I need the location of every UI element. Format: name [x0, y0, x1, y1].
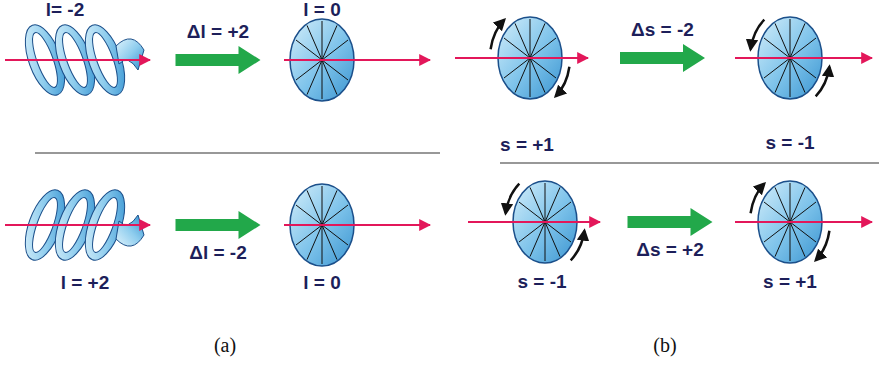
quantum-number-label: s = +1 [763, 272, 817, 292]
change-label: Δs = -2 [631, 20, 694, 40]
beam-figure: s = -1 [500, 175, 595, 292]
quantum-number-label: l = 0 [303, 273, 341, 293]
transfer-arrow-shape [176, 46, 261, 74]
panel-label: (a) [214, 334, 236, 356]
beam-figure: s = +1 [745, 175, 835, 292]
quantum-number-label: l= -2 [46, 0, 85, 20]
beam-figure: l = 0 [286, 182, 360, 293]
beam-figure: s = -1 [745, 10, 835, 153]
transfer-arrow-shape [176, 211, 261, 239]
transfer-arrow [620, 44, 705, 72]
change-label: Δs = +2 [636, 240, 704, 260]
transfer-arrow-shape [620, 44, 705, 72]
transfer-arrow-shape [628, 208, 713, 236]
beam-figure: l = 0 [286, 0, 360, 104]
quantum-number-label: l = 0 [303, 0, 341, 20]
quantum-number-label: s = -1 [517, 272, 566, 292]
quantum-number-label: s = +1 [500, 135, 554, 155]
quantum-number-label: l = +2 [61, 273, 110, 293]
transfer-arrow [628, 208, 713, 236]
transfer-arrow [176, 46, 261, 74]
beam-figure: l= -2 [8, 0, 150, 100]
change-label: Δl = -2 [189, 243, 246, 263]
quantum-number-label: s = -1 [765, 133, 814, 153]
change-label: Δl = +2 [187, 22, 249, 42]
beam-figure: s = +1 [485, 10, 580, 155]
panel-label: (b) [653, 334, 676, 356]
transfer-arrow [176, 211, 261, 239]
beam-figure: l = +2 [8, 185, 150, 293]
